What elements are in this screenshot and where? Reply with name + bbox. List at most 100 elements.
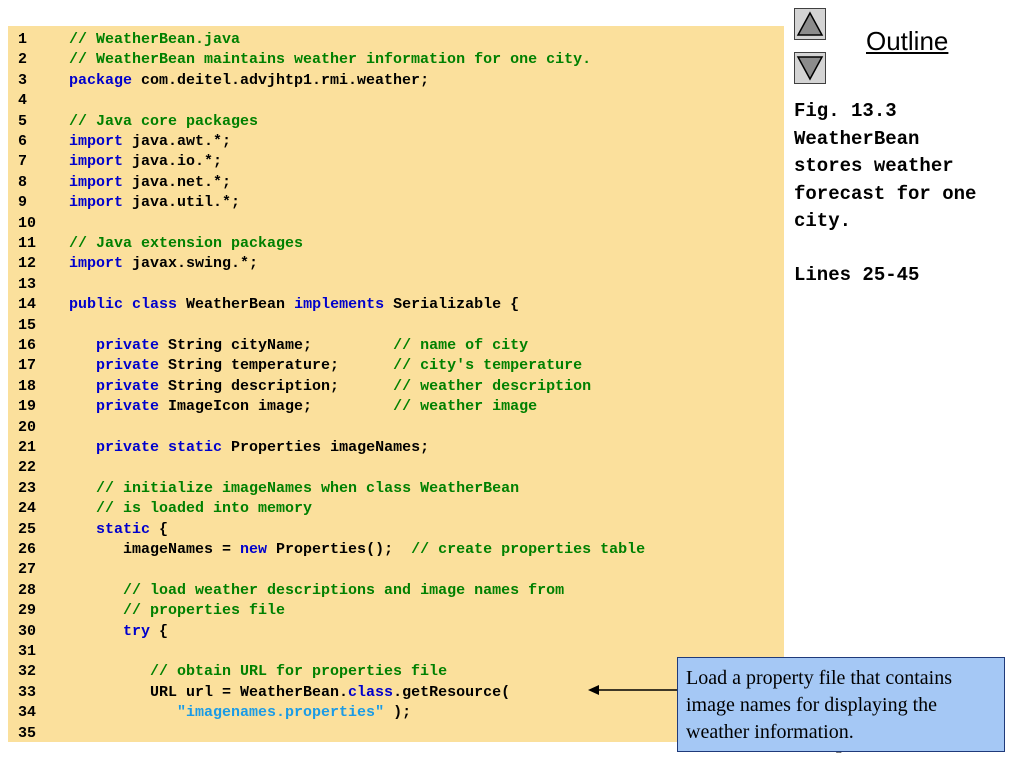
line-code: package com.deitel.advjhtp1.rmi.weather; (69, 71, 429, 91)
line-number: 32 (18, 663, 37, 681)
code-token: Serializable { (384, 296, 520, 314)
line-number: 20 (18, 418, 37, 436)
code-line: 32 // obtain URL for properties file (8, 662, 784, 682)
next-slide-button[interactable] (794, 52, 826, 84)
line-number: 23 (18, 479, 37, 497)
figure-caption: Fig. 13.3 WeatherBean stores weather for… (794, 98, 1019, 236)
line-number: 29 (18, 602, 37, 620)
line-number: 28 (18, 581, 37, 599)
code-line: 27 (8, 560, 784, 580)
code-line: 20 (8, 418, 784, 438)
code-token: // WeatherBean.java (69, 31, 241, 48)
code-line: 19 private ImageIcon image; // weather i… (8, 397, 784, 417)
code-token: ImageIcon image; (159, 398, 394, 416)
code-line: 1 // WeatherBean.java (8, 30, 784, 50)
code-token (69, 378, 96, 395)
outline-link[interactable]: Outline (866, 26, 949, 56)
code-token: String temperature; (159, 357, 394, 375)
line-number: 14 (18, 296, 37, 314)
code-token: private (96, 357, 160, 375)
line-number: 6 (18, 133, 28, 150)
annotation-callout: Load a property file that contains image… (677, 657, 1005, 752)
line-code: private String cityName; // name of city (69, 336, 528, 356)
code-line: 29 // properties file (8, 601, 784, 621)
code-line: 35 (8, 724, 784, 742)
line-number: 19 (18, 398, 37, 416)
line-code: URL url = WeatherBean.class.getResource( (69, 683, 510, 703)
line-number: 1 (18, 31, 28, 48)
line-code: private static Properties imageNames; (69, 438, 429, 458)
line-code: // WeatherBean.java (69, 30, 240, 50)
code-token: Properties imageNames; (222, 439, 430, 456)
code-token: { (150, 520, 169, 538)
line-code: imageNames = new Properties(); // create… (69, 540, 645, 560)
code-line: 16 private String cityName; // name of c… (8, 336, 784, 356)
previous-slide-button[interactable] (794, 8, 826, 40)
line-number: 11 (18, 235, 37, 252)
line-code: private ImageIcon image; // weather imag… (69, 397, 537, 417)
line-code: private String temperature; // city's te… (69, 356, 582, 376)
code-token: // WeatherBean maintains weather informa… (69, 51, 592, 69)
line-number: 33 (18, 683, 37, 701)
line-number: 5 (18, 112, 28, 130)
code-line: 15 (8, 316, 784, 336)
code-line: 21 private static Properties imageNames; (8, 438, 784, 458)
line-code: try { (69, 622, 168, 642)
code-line: 22 (8, 458, 784, 478)
code-token: try (123, 622, 151, 640)
code-token: private static (96, 439, 223, 456)
line-number: 4 (18, 92, 28, 110)
code-token: public class (69, 296, 178, 314)
line-code: // Java extension packages (69, 234, 303, 254)
line-code: import java.util.*; (69, 193, 240, 213)
line-code: // WeatherBean maintains weather informa… (69, 50, 591, 70)
code-token: package (69, 71, 133, 89)
code-token: WeatherBean (177, 296, 295, 314)
line-code: // is loaded into memory (69, 499, 312, 519)
code-token: implements (294, 296, 385, 314)
code-line: 28 // load weather descriptions and imag… (8, 581, 784, 601)
code-token: static (96, 520, 151, 538)
code-token: String cityName; (159, 337, 394, 354)
line-number: 18 (18, 377, 37, 395)
code-line: 4 (8, 91, 784, 111)
code-token: com.deitel.advjhtp1.rmi.weather; (132, 71, 430, 89)
caption-line: city. (794, 210, 852, 232)
code-token: "imagenames.properties" (177, 704, 385, 722)
code-token (69, 623, 123, 640)
line-code: // Java core packages (69, 112, 258, 132)
code-token: import (69, 173, 124, 191)
code-line: 26 imageNames = new Properties(); // cre… (8, 540, 784, 560)
line-code: public class WeatherBean implements Seri… (69, 295, 519, 315)
code-token: // load weather descriptions and image n… (123, 581, 565, 599)
code-token: // city's temperature (393, 357, 583, 375)
line-number: 3 (18, 71, 28, 89)
code-line: 5 // Java core packages (8, 112, 784, 132)
code-token: private (96, 337, 160, 354)
triangle-up-icon (796, 11, 824, 36)
line-number: 2 (18, 51, 28, 69)
line-number: 25 (18, 520, 37, 538)
code-token: java.util.*; (123, 194, 241, 212)
line-code: static { (69, 520, 168, 540)
code-token: // is loaded into memory (96, 500, 313, 518)
code-token: new (240, 541, 268, 558)
code-listing: 1 // WeatherBean.java 2 // WeatherBean main… (8, 26, 784, 742)
code-token: import (69, 194, 124, 212)
line-number: 35 (18, 724, 37, 742)
code-line: 2 // WeatherBean maintains weather inform… (8, 50, 784, 70)
line-number: 21 (18, 439, 37, 456)
code-token: java.awt.*; (123, 133, 232, 150)
line-number: 30 (18, 622, 37, 640)
code-token: ); (384, 704, 412, 722)
line-number: 17 (18, 357, 37, 375)
code-token: java.io.*; (123, 153, 223, 171)
line-code: // load weather descriptions and image n… (69, 581, 564, 601)
code-token: // Java extension packages (69, 235, 304, 252)
line-number: 10 (18, 214, 37, 232)
code-token (69, 439, 96, 456)
